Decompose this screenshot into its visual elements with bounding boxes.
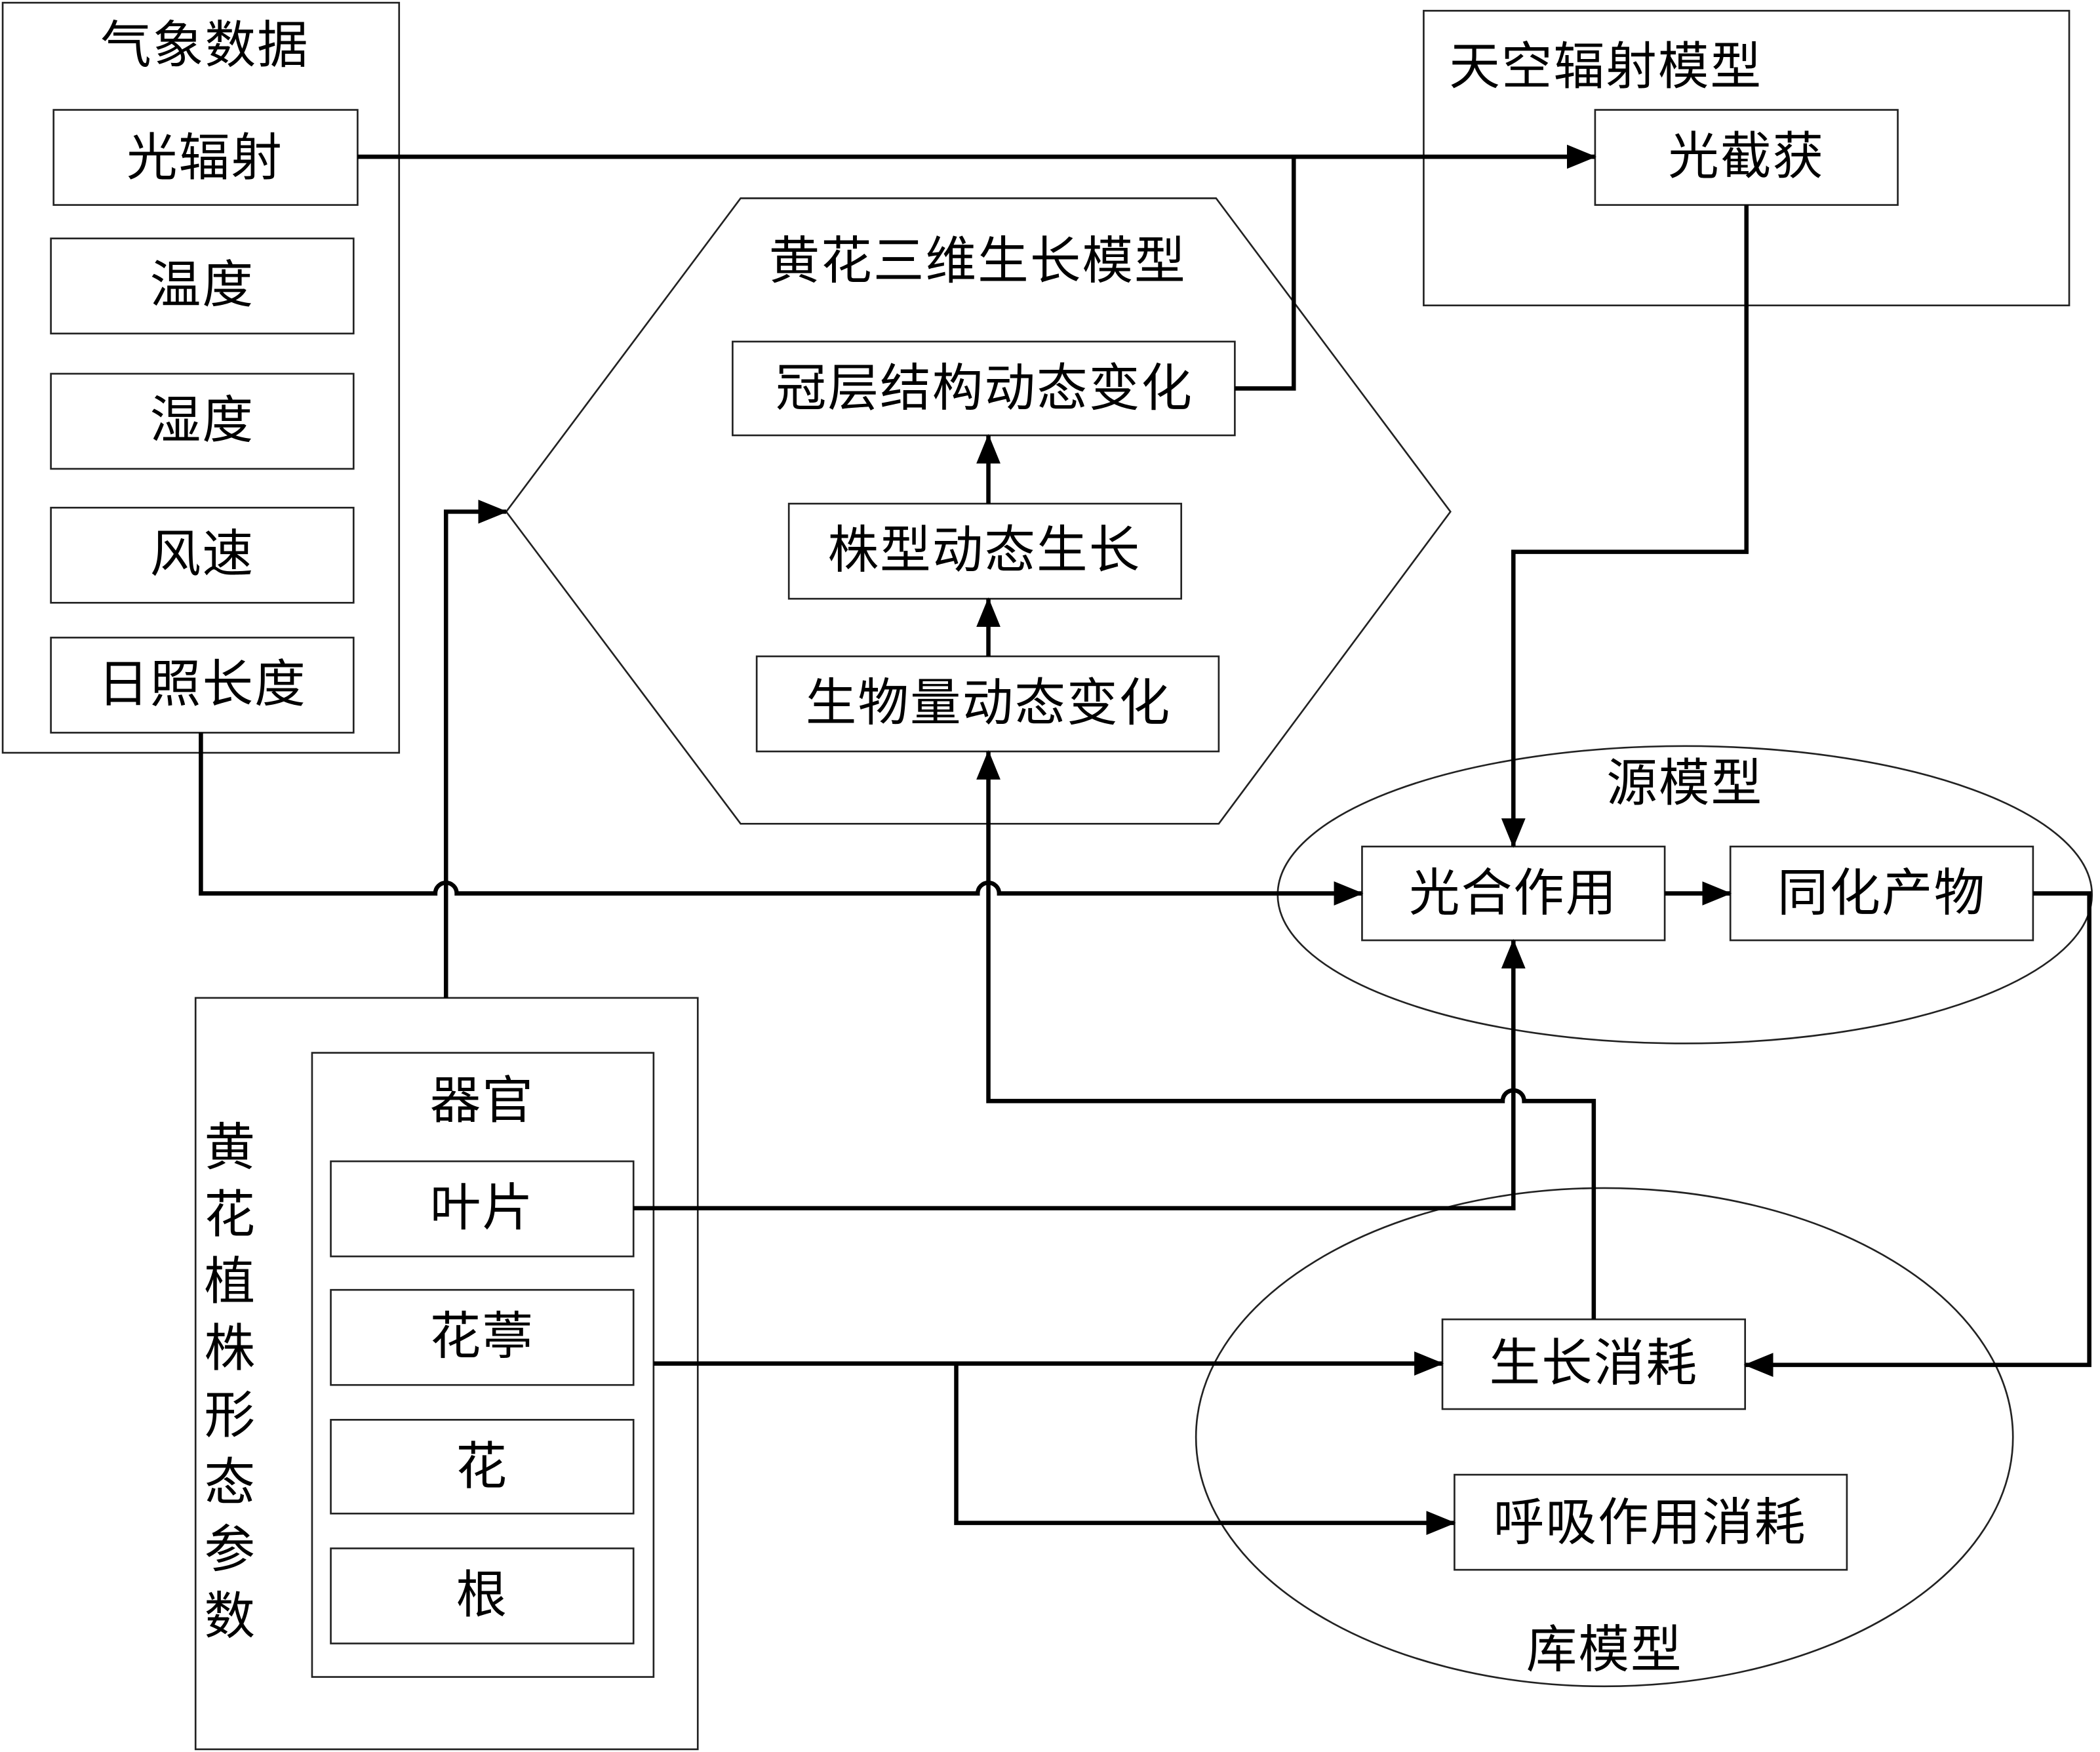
plant-morphology-group: 黄花植株形态参数 器官 叶片 花葶 花 根 <box>194 997 699 1751</box>
flower-label: 花 <box>456 1437 509 1496</box>
sink-model-ellipse <box>1195 1187 2014 1688</box>
leaf-label: 叶片 <box>430 1179 534 1238</box>
growth-consumption-label: 生长消耗 <box>1490 1334 1699 1393</box>
arrow-leaf-to-photosynthesis <box>633 939 1526 1210</box>
canopy-structure-label: 冠层结构动态变化 <box>776 359 1193 418</box>
growth-model-3d-group: 黄花三维生长模型 冠层结构动态变化 株型动态生长 生物量动态变化 <box>505 197 1452 825</box>
sink-model-group: 库模型 生长消耗 呼吸作用消耗 <box>1195 1187 2014 1688</box>
sunshine-duration-label: 日照长度 <box>98 655 307 714</box>
scape-label: 花葶 <box>430 1307 534 1366</box>
arrow-growth-consumption-to-biomass <box>976 749 1596 1320</box>
meteorological-data-title: 气象数据 <box>100 16 309 75</box>
scape-box <box>330 1288 635 1386</box>
respiration-consumption-label: 呼吸作用消耗 <box>1494 1494 1807 1553</box>
plant-type-growth-label: 株型动态生长 <box>827 521 1141 580</box>
arrow-morphology-to-growth-model <box>443 499 508 998</box>
meteorological-data-frame <box>1 1 401 754</box>
biomass-change-label: 生物量动态变化 <box>806 673 1172 732</box>
light-interception-label: 光截获 <box>1668 127 1825 186</box>
assimilate-label: 同化产物 <box>1777 864 1987 923</box>
root-label: 根 <box>456 1566 509 1625</box>
photosynthesis-label: 光合作用 <box>1409 864 1618 923</box>
source-model-group: 源模型 光合作用 同化产物 <box>1277 745 2093 1045</box>
flower-box <box>330 1419 635 1515</box>
arrow-light-interception-to-photosynthesis <box>1501 205 1749 848</box>
wind-speed-label: 风速 <box>150 525 254 584</box>
plant-morphology-title: 黄花植株形态参数 <box>205 1119 257 1646</box>
connectors <box>199 144 2091 1536</box>
sink-model-title: 库模型 <box>1526 1621 1683 1680</box>
arrow-sunshine-to-photosynthesis <box>199 732 1364 906</box>
meteorological-data-group: 气象数据 光辐射 温度 湿度 风速 日照长度 <box>1 1 401 754</box>
humidity-box <box>50 372 355 470</box>
growth-model-3d-title: 黄花三维生长模型 <box>769 231 1187 290</box>
source-model-title: 源模型 <box>1606 754 1763 813</box>
sky-radiation-model-title: 天空辐射模型 <box>1449 37 1762 96</box>
temperature-box <box>50 237 355 335</box>
arrow-organs-to-respiration-consumption <box>954 1363 1456 1536</box>
humidity-label: 湿度 <box>150 391 254 450</box>
temperature-label: 温度 <box>150 256 254 315</box>
wind-speed-box <box>50 506 355 604</box>
light-radiation-label: 光辐射 <box>127 129 283 188</box>
root-box <box>330 1547 635 1644</box>
organs-title: 器官 <box>430 1071 534 1130</box>
arrow-assimilate-to-growth-consumption <box>1743 891 2091 1377</box>
line-canopy-structure-to-light-interception <box>1235 157 1296 391</box>
